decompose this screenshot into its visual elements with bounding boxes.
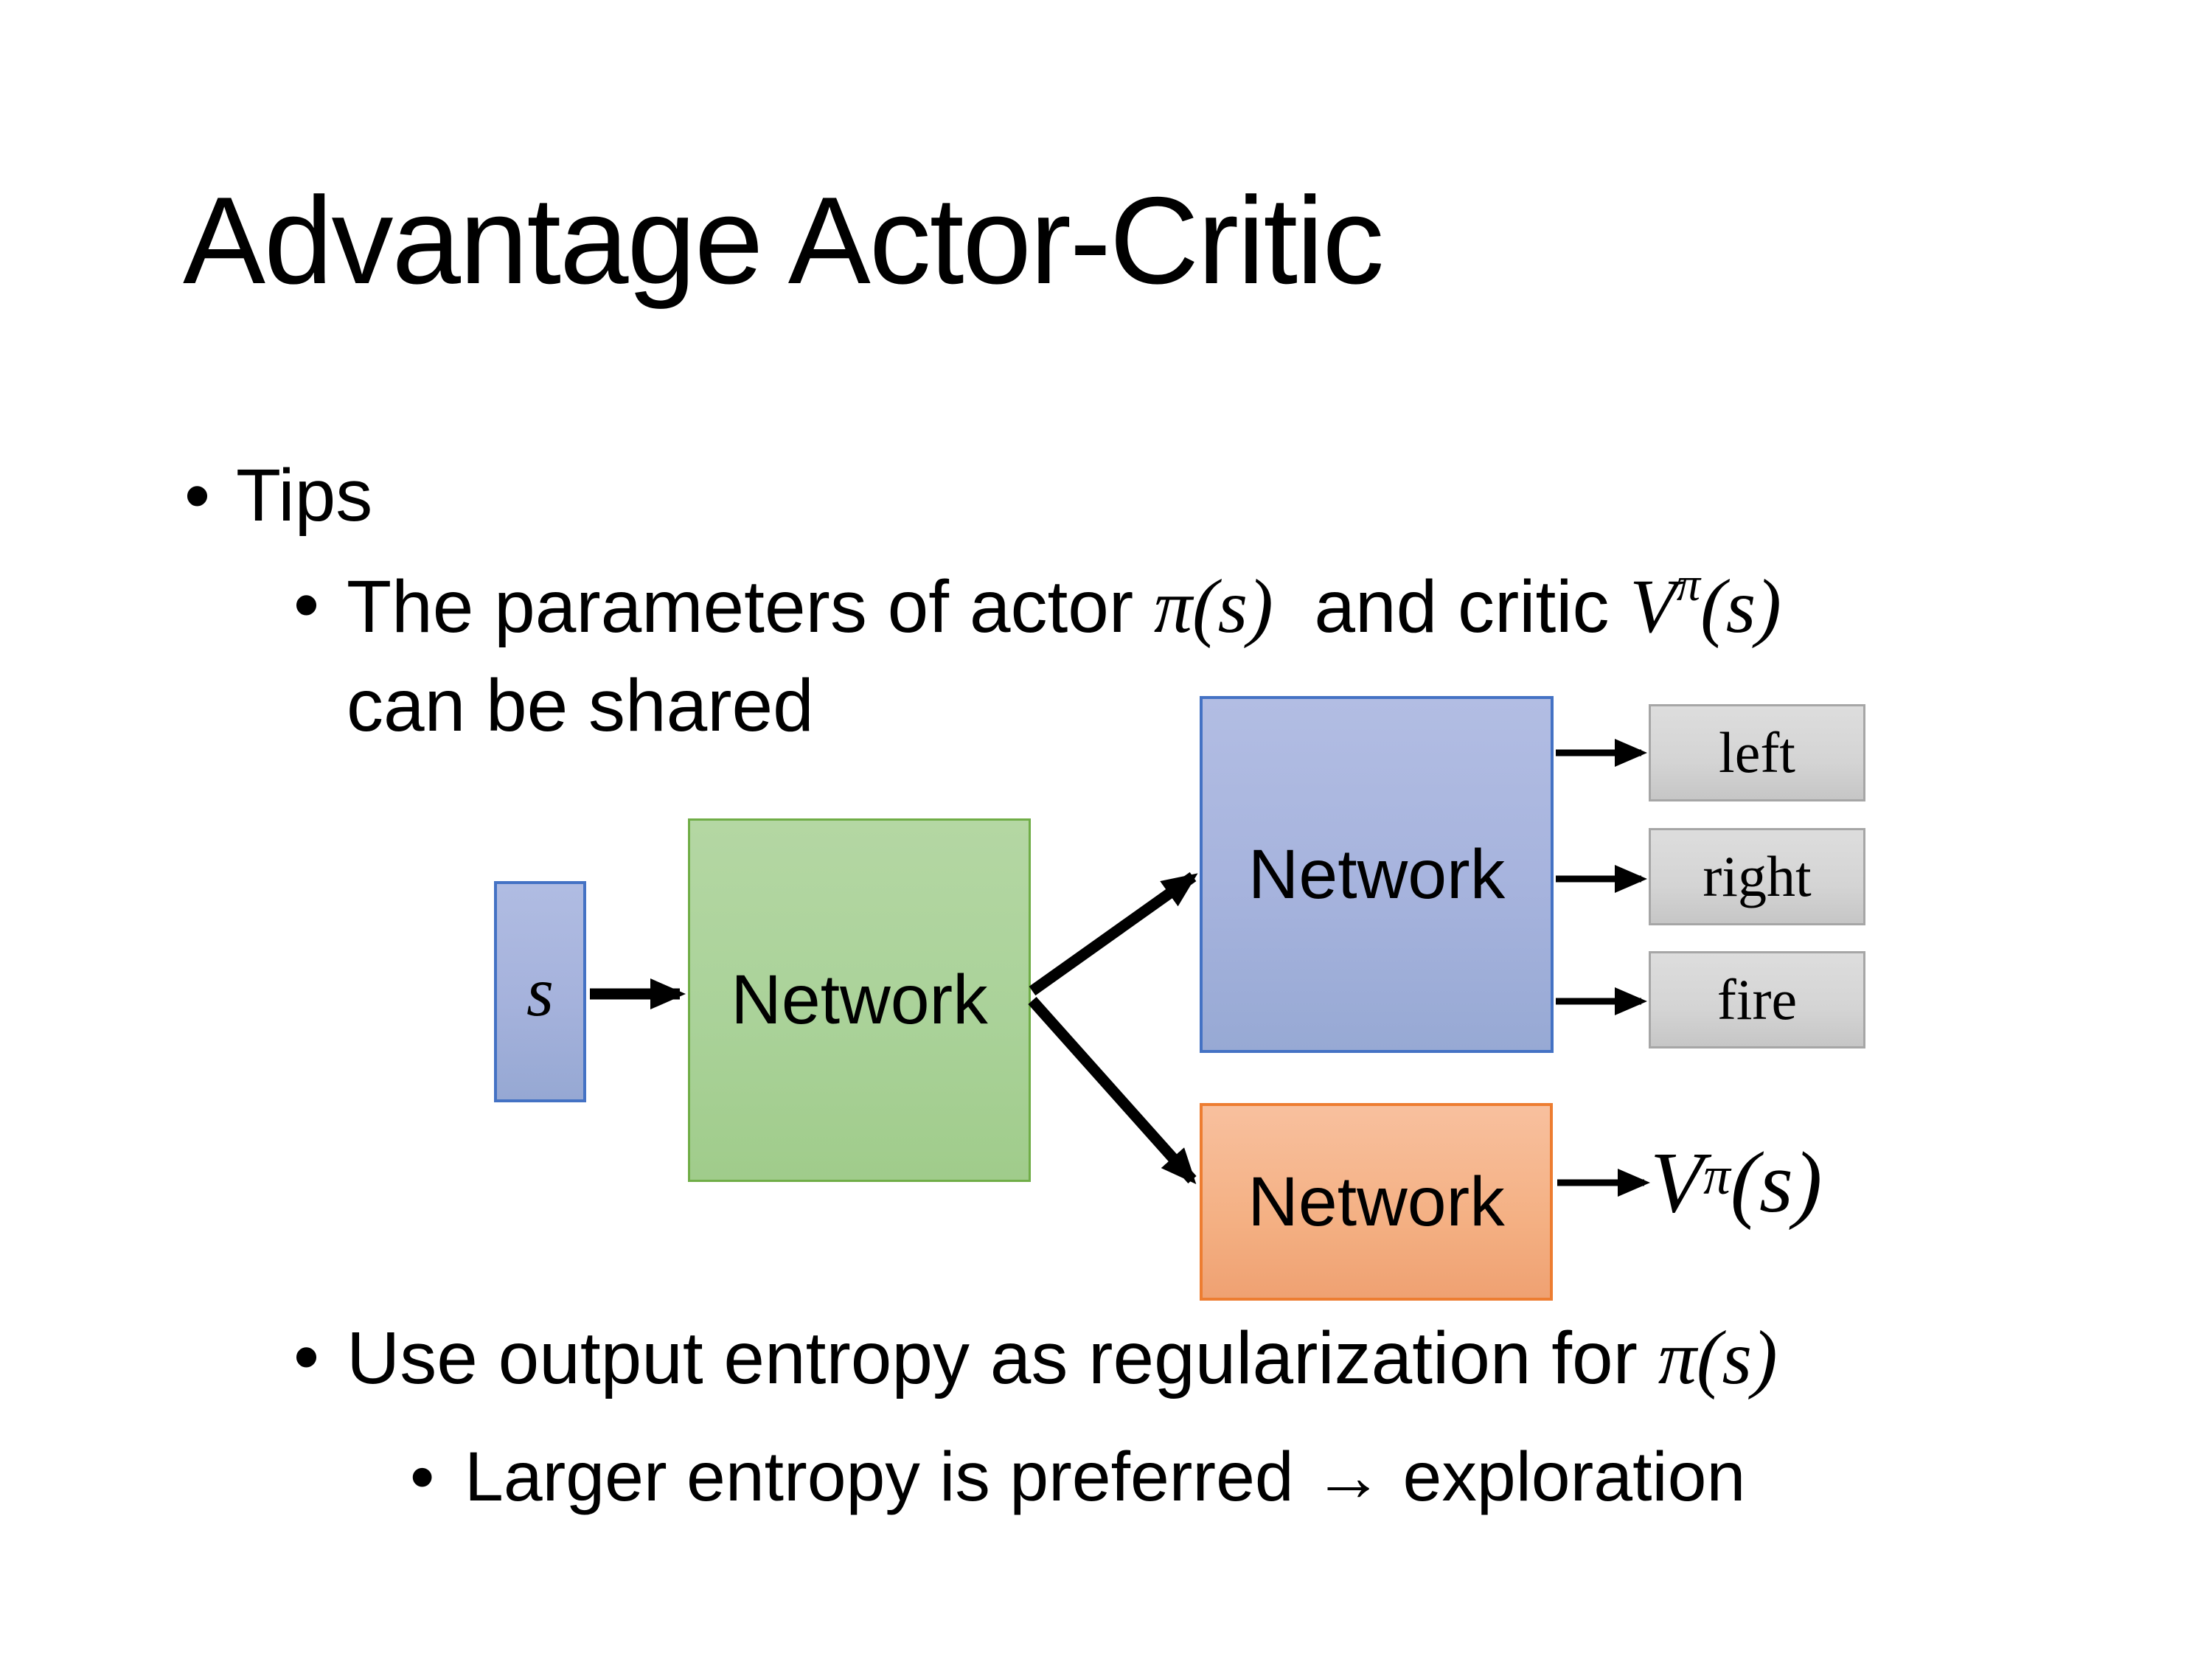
entropy-regularization-text: Use output entropy as regularization for… bbox=[347, 1315, 1778, 1400]
exploration-text: Larger entropy is preferred → exploratio… bbox=[465, 1438, 1746, 1516]
bullet-shared-parameters: • The parameters of actor π(s) and criti… bbox=[293, 556, 1781, 754]
bullet-tips: • Tips bbox=[184, 451, 372, 540]
shared-network-label: Network bbox=[731, 961, 988, 1039]
bullet-dot: • bbox=[184, 454, 211, 537]
bullet-dot: • bbox=[410, 1438, 435, 1516]
shared-parameters-text: The parameters of actor π(s) and critic … bbox=[347, 556, 1781, 754]
shared-parameters-line2: can be shared bbox=[347, 664, 814, 748]
action-left-label: left bbox=[1719, 720, 1795, 785]
action-right-label: right bbox=[1703, 844, 1812, 908]
actor-network-label: Network bbox=[1248, 835, 1506, 914]
bullet-dot: • bbox=[293, 1315, 320, 1398]
actor-network-box: Network bbox=[1200, 696, 1554, 1053]
action-box-fire: fire bbox=[1649, 951, 1865, 1048]
shared-network-box: Network bbox=[688, 818, 1031, 1182]
action-box-left: left bbox=[1649, 704, 1865, 801]
state-label: s bbox=[526, 953, 554, 1031]
critic-network-box: Network bbox=[1200, 1103, 1553, 1301]
policy-math: π(s) bbox=[1658, 1315, 1778, 1400]
bullet-dot: • bbox=[293, 563, 320, 646]
tips-text: Tips bbox=[236, 454, 373, 537]
action-box-right: right bbox=[1649, 828, 1865, 925]
critic-value-math: Vπ(s) bbox=[1630, 557, 1781, 649]
action-fire-label: fire bbox=[1717, 967, 1798, 1032]
bullet-exploration: • Larger entropy is preferred → explorat… bbox=[410, 1435, 1745, 1519]
actor-policy-math: π(s) bbox=[1153, 564, 1273, 649]
bullet-entropy-regularization: • Use output entropy as regularization f… bbox=[293, 1312, 1778, 1405]
critic-network-label: Network bbox=[1248, 1162, 1505, 1241]
arrow-shared-to-actor bbox=[1029, 872, 1198, 996]
arrow-shared-to-critic bbox=[1028, 997, 1197, 1184]
shared-parameters-line1: The parameters of actor π(s) and critic … bbox=[347, 557, 1781, 649]
state-input-box: s bbox=[494, 881, 586, 1102]
slide-title: Advantage Actor-Critic bbox=[183, 171, 1384, 310]
